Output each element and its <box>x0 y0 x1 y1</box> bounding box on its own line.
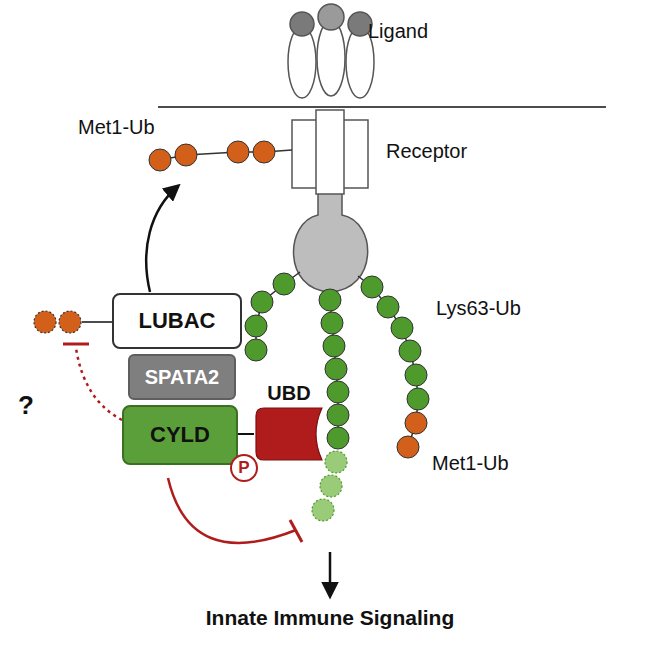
node-label: LUBAC <box>139 310 216 332</box>
inhibition-curve <box>168 478 296 543</box>
ubiquitin <box>405 364 427 386</box>
chain-label: Lys63-Ub <box>436 297 521 320</box>
ubiquitin <box>273 273 295 295</box>
ubiquitin <box>361 276 383 298</box>
chain-label: Met1-Ub <box>432 452 509 475</box>
phospho-circle: P <box>230 454 258 482</box>
ubiquitin <box>325 358 347 380</box>
node-label: P <box>238 457 249 479</box>
synthesis-arrow <box>146 186 178 292</box>
ubiquitin <box>245 339 267 361</box>
ubd-shape <box>254 406 324 462</box>
node-label: SPATA2 <box>145 366 219 388</box>
lubac-box: LUBAC <box>112 293 242 349</box>
node-label: CYLD <box>150 424 210 446</box>
ubiquitin <box>327 381 349 403</box>
ubiquitin <box>319 289 341 311</box>
ubd-domain: UBD <box>254 382 324 462</box>
signal-arrow <box>329 552 332 596</box>
ubiquitin <box>407 388 429 410</box>
ubiquitin <box>405 412 427 434</box>
ubiquitin <box>227 141 249 163</box>
membrane <box>158 106 606 108</box>
cleaved-ubiquitin <box>59 311 81 333</box>
cleaved-ubiquitin <box>320 475 342 497</box>
ubiquitin <box>399 340 421 362</box>
inhibition-bar <box>290 520 302 542</box>
cleaved-ubiquitin <box>312 499 334 521</box>
question-mark: ? <box>18 390 34 421</box>
connector <box>238 433 254 435</box>
receptor <box>292 110 368 292</box>
ligand-label: Ligand <box>368 20 428 43</box>
ubiquitin <box>149 149 171 171</box>
ubiquitin <box>391 317 413 339</box>
lubac-tether <box>82 321 112 323</box>
ubiquitin <box>253 141 275 163</box>
ubiquitin <box>327 404 349 426</box>
inhibition-bar <box>63 343 89 346</box>
ubiquitin <box>377 296 399 318</box>
ligand-trimer <box>288 4 374 98</box>
ubiquitin <box>327 427 349 449</box>
chain-label: Met1-Ub <box>78 116 155 139</box>
ubiquitin <box>397 436 419 458</box>
receptor-label: Receptor <box>386 140 467 163</box>
ubd-outline <box>256 408 322 460</box>
ubiquitin <box>323 335 345 357</box>
node-label: UBD <box>267 382 310 404</box>
ubiquitin <box>251 291 273 313</box>
inhibition-dotted <box>76 348 122 420</box>
ubiquitin <box>245 315 267 337</box>
cleaved-ubiquitin <box>325 451 347 473</box>
spata2-box: SPATA2 <box>128 354 236 400</box>
cleaved-ubiquitin <box>34 311 56 333</box>
pathway-output: Innate Immune Signaling <box>206 606 455 630</box>
ubiquitin <box>321 312 343 334</box>
ubiquitin <box>175 144 197 166</box>
cyld-box: CYLD <box>122 405 238 465</box>
